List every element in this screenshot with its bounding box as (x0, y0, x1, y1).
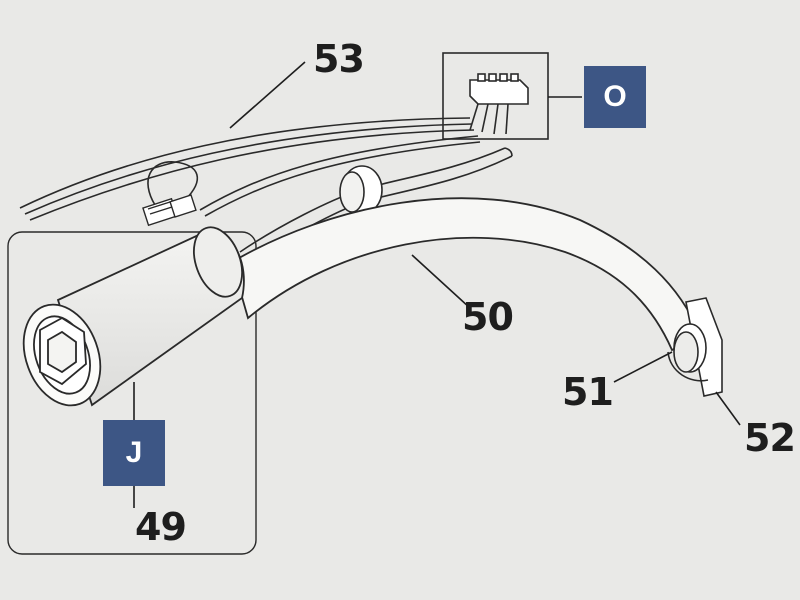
leader-lines (133, 61, 741, 508)
wire-harness (19, 117, 481, 221)
detail-callout-o: O (584, 66, 646, 128)
part-label-49: 49 (135, 505, 187, 549)
plug-connector (469, 73, 529, 135)
detail-callout-j: J (103, 420, 165, 486)
hose-clamp (667, 297, 723, 397)
cylinder-part (22, 226, 245, 407)
grommet (339, 165, 383, 215)
wire-connector (142, 194, 197, 227)
detail-frame-o (442, 52, 549, 140)
part-label-50: 50 (462, 295, 514, 339)
part-label-52: 52 (744, 416, 796, 460)
part-label-53: 53 (313, 37, 365, 81)
detail-frame-j (7, 231, 257, 555)
part-label-51: 51 (562, 370, 614, 414)
